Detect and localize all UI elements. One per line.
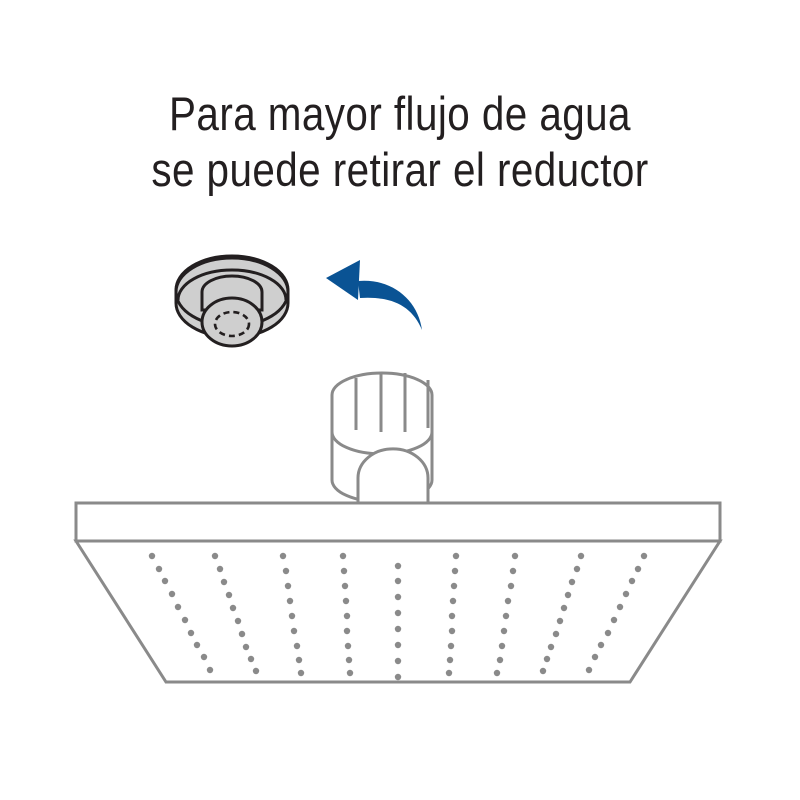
headline-line-1: Para mayor flujo de agua [169, 87, 631, 140]
shower-nut-icon [330, 371, 434, 504]
nozzle-dots [148, 552, 648, 681]
headline-line-2: se puede retirar el reductor [151, 143, 649, 196]
headline: Para mayor flujo de agua se puede retira… [56, 86, 744, 198]
curved-arrow-icon [326, 260, 422, 330]
flow-reducer-icon [174, 254, 290, 348]
